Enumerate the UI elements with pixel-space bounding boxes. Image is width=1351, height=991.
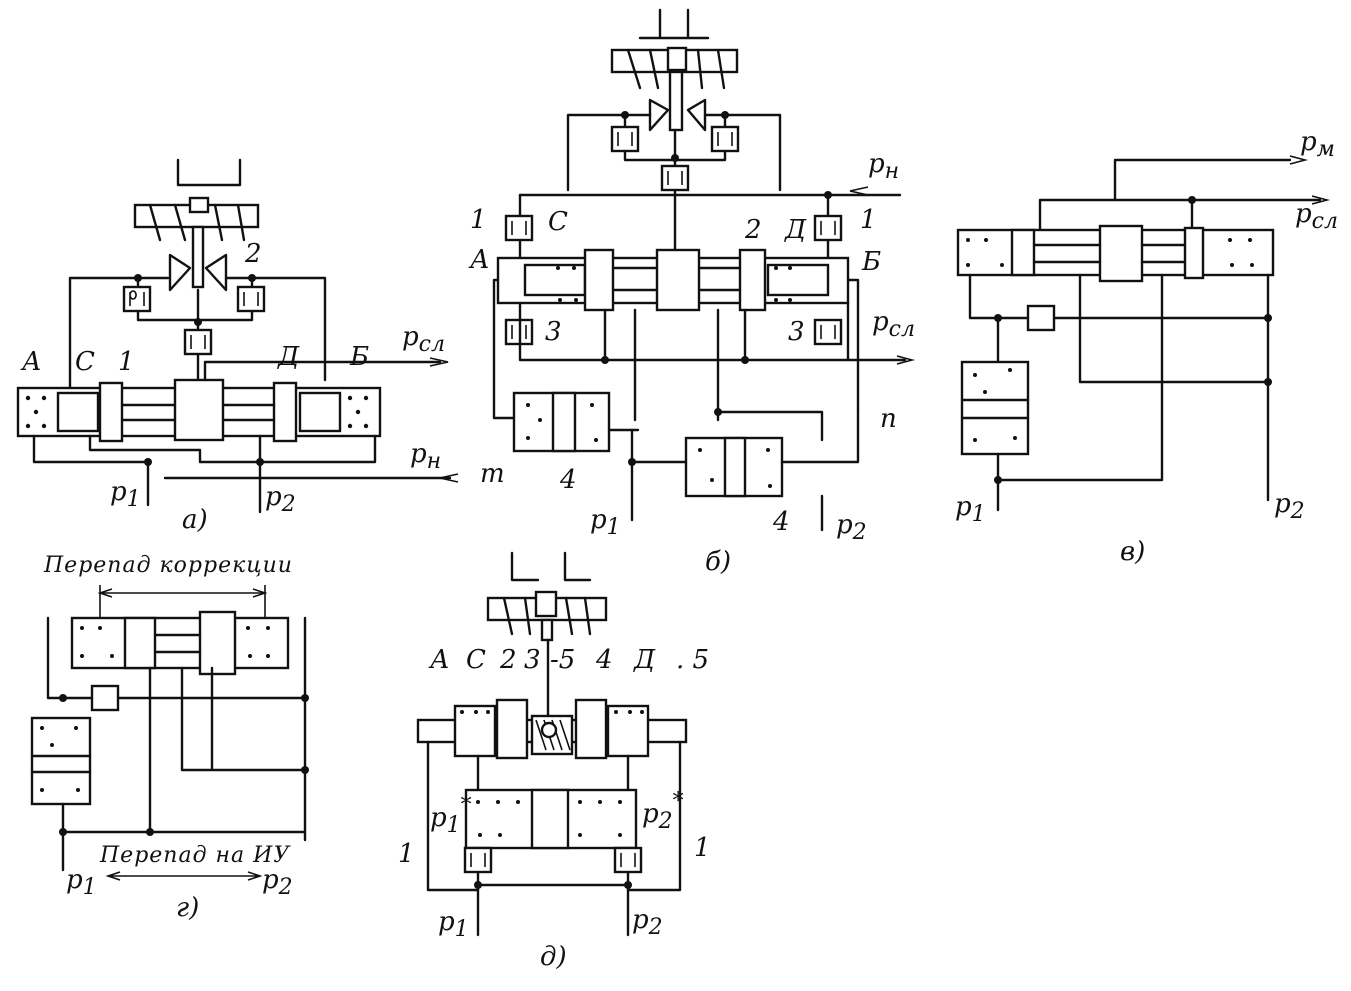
figure-d: А С 2 3 -5 4 Д . 5 р1* р2* 1 1 р1 р2 д) xyxy=(398,551,711,972)
fig-a-p1: р1 xyxy=(110,477,141,512)
fig-g-p2: р2 xyxy=(262,865,293,900)
fig-d-label-5a: -5 xyxy=(550,645,575,675)
fig-d-label-1-right: 1 xyxy=(694,833,711,863)
fig-b-label-m: m xyxy=(480,459,505,489)
fig-b-label-D: Д xyxy=(784,215,807,245)
fig-b-p-n: рн xyxy=(868,149,899,184)
fig-b-label-B: Б xyxy=(861,247,881,277)
fig-d-caption: д) xyxy=(540,942,567,972)
fig-g-caption: г) xyxy=(176,893,199,923)
figure-v: рм рсл р1 р2 в) xyxy=(955,127,1338,567)
fig-a-caption: а) xyxy=(182,505,208,535)
fig-b-label-2: 2 xyxy=(744,215,762,245)
fig-v-p-m: рм xyxy=(1300,127,1335,162)
fig-d-label-3: 3 xyxy=(524,645,541,675)
fig-g-p1: р1 xyxy=(66,865,97,900)
fig-d-label-5b: . 5 xyxy=(676,645,709,675)
fig-d-p2-star: р2* xyxy=(642,789,684,834)
fig-a-label-1: 1 xyxy=(118,347,135,377)
fig-b-label-3-left: 3 xyxy=(545,317,562,347)
fig-v-p2: р2 xyxy=(1274,489,1305,524)
fig-a-p-n: рн xyxy=(410,439,441,474)
fig-d-label-4: 4 xyxy=(595,645,613,675)
fig-a-label-2: 2 xyxy=(244,239,262,269)
fig-b-label-A: А xyxy=(468,245,490,275)
fig-d-label-2: 2 xyxy=(499,645,517,675)
fig-v-caption: в) xyxy=(1120,537,1145,567)
fig-b-label-1-left: 1 xyxy=(470,205,487,235)
fig-b-label-n: п xyxy=(880,404,897,434)
fig-b-label-3-right: 3 xyxy=(788,317,805,347)
fig-a-label-C: С xyxy=(75,347,95,377)
fig-b-label-4-right: 4 xyxy=(772,507,790,537)
fig-d-p1-star: р1* xyxy=(430,793,472,838)
fig-v-p-sl: рсл xyxy=(1295,199,1338,234)
fig-v-p1: р1 xyxy=(955,492,986,527)
fig-b-p-sl: рсл xyxy=(872,307,915,342)
fig-a-label-B: Б xyxy=(349,342,369,372)
fig-d-label-C: С xyxy=(466,645,486,675)
fig-a-p-sl: рсл xyxy=(402,322,445,357)
figure-a: А С 1 2 Д Б рсл рн р1 р2 а) xyxy=(16,158,459,535)
figure-g: Перепад коррекции Перепад на ИУ р1 р2 г) xyxy=(30,553,309,923)
fig-d-p2: р2 xyxy=(632,905,663,940)
fig-d-label-D: Д xyxy=(633,645,656,675)
fig-a-label-A: А xyxy=(20,347,42,377)
fig-g-bottom-text: Перепад на ИУ xyxy=(99,843,291,868)
fig-d-p1: р1 xyxy=(438,907,469,942)
fig-b-label-C: С xyxy=(548,207,568,237)
fig-b-p1: р1 xyxy=(590,505,621,540)
figure-b: 1 С А 2 Д 1 Б 3 3 m 4 4 п рн рсл р1 р2 б… xyxy=(468,8,916,577)
fig-b-p2: р2 xyxy=(836,510,867,545)
fig-d-label-A: А xyxy=(428,645,450,675)
fig-d-label-1-left: 1 xyxy=(398,839,415,869)
fig-a-label-D: Д xyxy=(277,342,300,372)
fig-b-label-1-right: 1 xyxy=(860,205,877,235)
fig-b-label-4-left: 4 xyxy=(559,465,577,495)
fig-g-top-text: Перепад коррекции xyxy=(43,553,293,578)
fig-a-p2: р2 xyxy=(265,482,296,517)
fig-b-caption: б) xyxy=(705,547,731,577)
